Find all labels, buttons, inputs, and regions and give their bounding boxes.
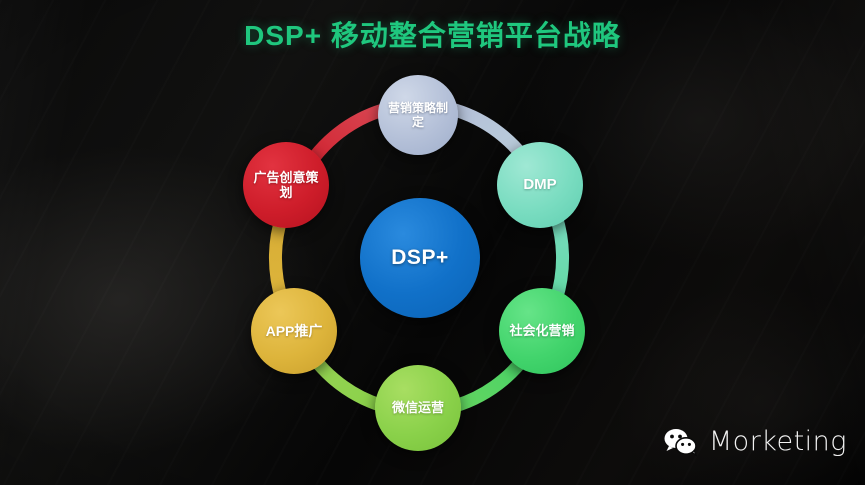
node-social-marketing-label: 社会化营销 [509,323,575,339]
node-ad-creative-label: 广告创意策划 [253,169,319,200]
node-ad-creative[interactable]: 广告创意策划 [243,142,329,228]
node-app-promotion-label: APP推广 [265,322,323,339]
node-dmp-label: DMP [523,176,557,194]
node-app-promotion[interactable]: APP推广 [251,288,337,374]
wechat-icon [661,427,701,457]
node-marketing-strategy-label: 营销策略制定 [387,100,448,129]
watermark-text: Morketing [708,426,847,457]
node-dmp[interactable]: DMP [497,142,583,228]
node-wechat-operations[interactable]: 微信运营 [375,365,461,451]
watermark: Morketing [661,426,847,457]
node-marketing-strategy[interactable]: 营销策略制定 [378,75,458,155]
connector-dmp-to-social-marketing [549,209,569,307]
node-social-marketing[interactable]: 社会化营销 [499,288,585,374]
node-wechat-operations-label: 微信运营 [391,400,444,416]
center-node-dsp-plus[interactable]: DSP+ [360,198,480,318]
center-node-label: DSP+ [391,245,449,269]
connector-app-promotion-to-ad-creative [269,209,289,307]
